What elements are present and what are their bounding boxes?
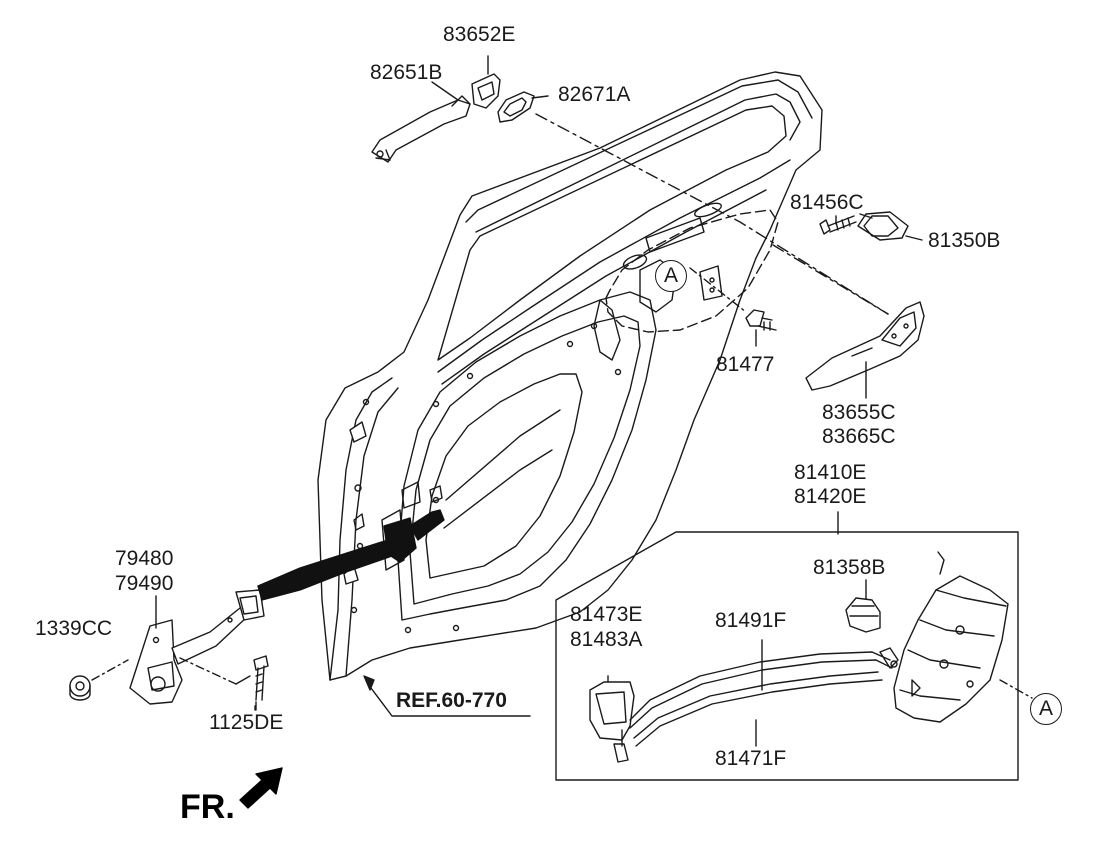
rod-holder-81473E xyxy=(589,681,635,763)
label-81473E: 81473E xyxy=(570,603,643,626)
screw-81456C xyxy=(819,215,857,235)
strap-connection-swoosh xyxy=(257,539,393,601)
label-83652E: 83652E xyxy=(443,23,516,46)
cables-81491F-81471F xyxy=(629,647,899,747)
label-1339CC: 1339CC xyxy=(35,617,113,640)
front-direction-label: FR. xyxy=(180,788,235,826)
label-82651B: 82651B xyxy=(370,61,443,84)
inside-handle-83655C xyxy=(805,301,925,391)
leader-lines xyxy=(155,55,923,747)
striker-cover-81350B xyxy=(857,211,909,241)
label-83655C: 83655C xyxy=(822,401,896,424)
label-81420E: 81420E xyxy=(794,485,867,508)
strap-mount-block xyxy=(383,517,417,563)
gasket-82671A xyxy=(497,91,535,123)
callout-a-latch: A xyxy=(1030,693,1062,725)
callout-a-door: A xyxy=(655,260,687,292)
bolt-1125DE xyxy=(253,655,269,701)
bolt-81477 xyxy=(745,309,777,331)
label-81471F: 81471F xyxy=(715,747,787,770)
label-81456C: 81456C xyxy=(790,191,864,214)
switch-81358B xyxy=(845,597,881,633)
latch-assembly-box xyxy=(555,531,1019,781)
ref-leader xyxy=(367,683,531,717)
label-81358B: 81358B xyxy=(813,556,886,579)
outside-handle-82651B xyxy=(371,95,471,163)
nut-1339CC xyxy=(69,675,91,701)
label-79490: 79490 xyxy=(115,572,174,595)
label-81483A: 81483A xyxy=(570,628,643,651)
label-81491F: 81491F xyxy=(715,609,787,632)
door-panel xyxy=(317,71,823,681)
ref-label: REF.60-770 xyxy=(396,689,507,712)
front-direction-arrow xyxy=(239,767,283,809)
door-latch-81410E xyxy=(893,551,1009,723)
label-81350B: 81350B xyxy=(928,229,1001,252)
label-83665C: 83665C xyxy=(822,425,896,448)
door-check-strap xyxy=(129,589,265,705)
label-82671A: 82671A xyxy=(558,83,631,106)
label-81410E: 81410E xyxy=(794,461,867,484)
label-81477: 81477 xyxy=(716,353,775,376)
handle-cap-83652E xyxy=(471,73,501,109)
label-79480: 79480 xyxy=(115,547,174,570)
label-1125DE: 1125DE xyxy=(209,711,284,734)
